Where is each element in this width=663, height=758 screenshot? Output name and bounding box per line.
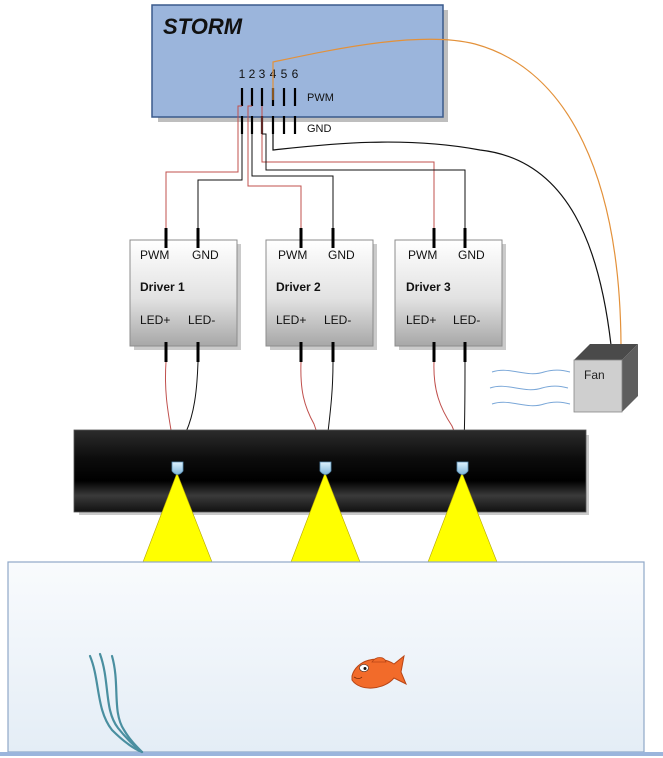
driver-pwm-label: PWM <box>140 248 169 262</box>
driver-led-plus-label: LED+ <box>276 313 306 327</box>
fish <box>351 654 407 689</box>
channel-number-2: 2 <box>249 67 256 81</box>
fan-pwm-wire <box>272 38 622 346</box>
controller-title: STORM <box>163 14 243 39</box>
driver-gnd-label: GND <box>192 248 219 262</box>
controller-box <box>151 4 444 118</box>
gnd-wire-driver-1 <box>197 134 243 228</box>
fish-mouth <box>353 676 363 679</box>
storm-controller: STORM 1 2 3 4 5 6 PWM GND <box>151 4 448 135</box>
led-2 <box>319 461 332 475</box>
channel-number-3: 3 <box>259 67 266 81</box>
driver-box <box>129 239 238 347</box>
fan-top-face <box>574 344 638 360</box>
fan-front-face <box>573 359 623 413</box>
gnd-wire-driver-2 <box>251 134 334 228</box>
fan-gnd-wire <box>272 134 612 346</box>
tank-floor-line <box>0 752 663 756</box>
controller-driver-wiring <box>165 38 622 346</box>
driver-box <box>394 239 503 347</box>
aquarium-tank <box>0 561 663 756</box>
led-icon <box>171 461 184 475</box>
driver-name: Driver 3 <box>406 280 451 294</box>
fan-side-face <box>622 344 638 412</box>
pwm-wire-driver-2 <box>247 105 302 228</box>
light-beams <box>142 472 498 563</box>
driver-led-minus-label: LED- <box>324 313 351 327</box>
led-icon <box>319 461 332 475</box>
led-3 <box>456 461 469 475</box>
pwm-row-label: PWM <box>307 92 334 104</box>
led-1 <box>171 461 184 475</box>
fish-body <box>351 654 407 689</box>
driver-gnd-label: GND <box>458 248 485 262</box>
driver-led-plus-label: LED+ <box>406 313 436 327</box>
driver-pwm-label: PWM <box>278 248 307 262</box>
airflow-lines <box>489 369 571 407</box>
gnd-row-label: GND <box>307 123 332 135</box>
channel-number-5: 5 <box>281 67 288 81</box>
tank-body <box>7 561 645 753</box>
driver-led-plus-label: LED+ <box>140 313 170 327</box>
plant <box>88 652 144 754</box>
driver-led-minus-label: LED- <box>453 313 480 327</box>
fan-label: Fan <box>584 368 605 382</box>
driver-name: Driver 1 <box>140 280 185 294</box>
led-icon <box>456 461 469 475</box>
driver-2: PWM GND Driver 2 LED+ LED- <box>265 228 377 362</box>
pwm-wire-driver-3 <box>261 106 435 228</box>
driver-gnd-label: GND <box>328 248 355 262</box>
pwm-wire-driver-1 <box>165 105 242 228</box>
driver-led-minus-label: LED- <box>188 313 215 327</box>
channel-number-1: 1 <box>239 67 246 81</box>
driver-3: PWM GND Driver 3 LED+ LED- <box>394 228 506 362</box>
driver-name: Driver 2 <box>276 280 321 294</box>
channel-number-6: 6 <box>292 67 299 81</box>
fish-pupil <box>363 667 367 670</box>
fish-fin <box>371 657 387 663</box>
gnd-wire-driver-3 <box>262 133 466 228</box>
fan: Fan <box>489 344 638 413</box>
driver-1: PWM GND Driver 1 LED+ LED- <box>129 228 241 362</box>
driver-box <box>265 239 374 347</box>
driver-pwm-label: PWM <box>408 248 437 262</box>
